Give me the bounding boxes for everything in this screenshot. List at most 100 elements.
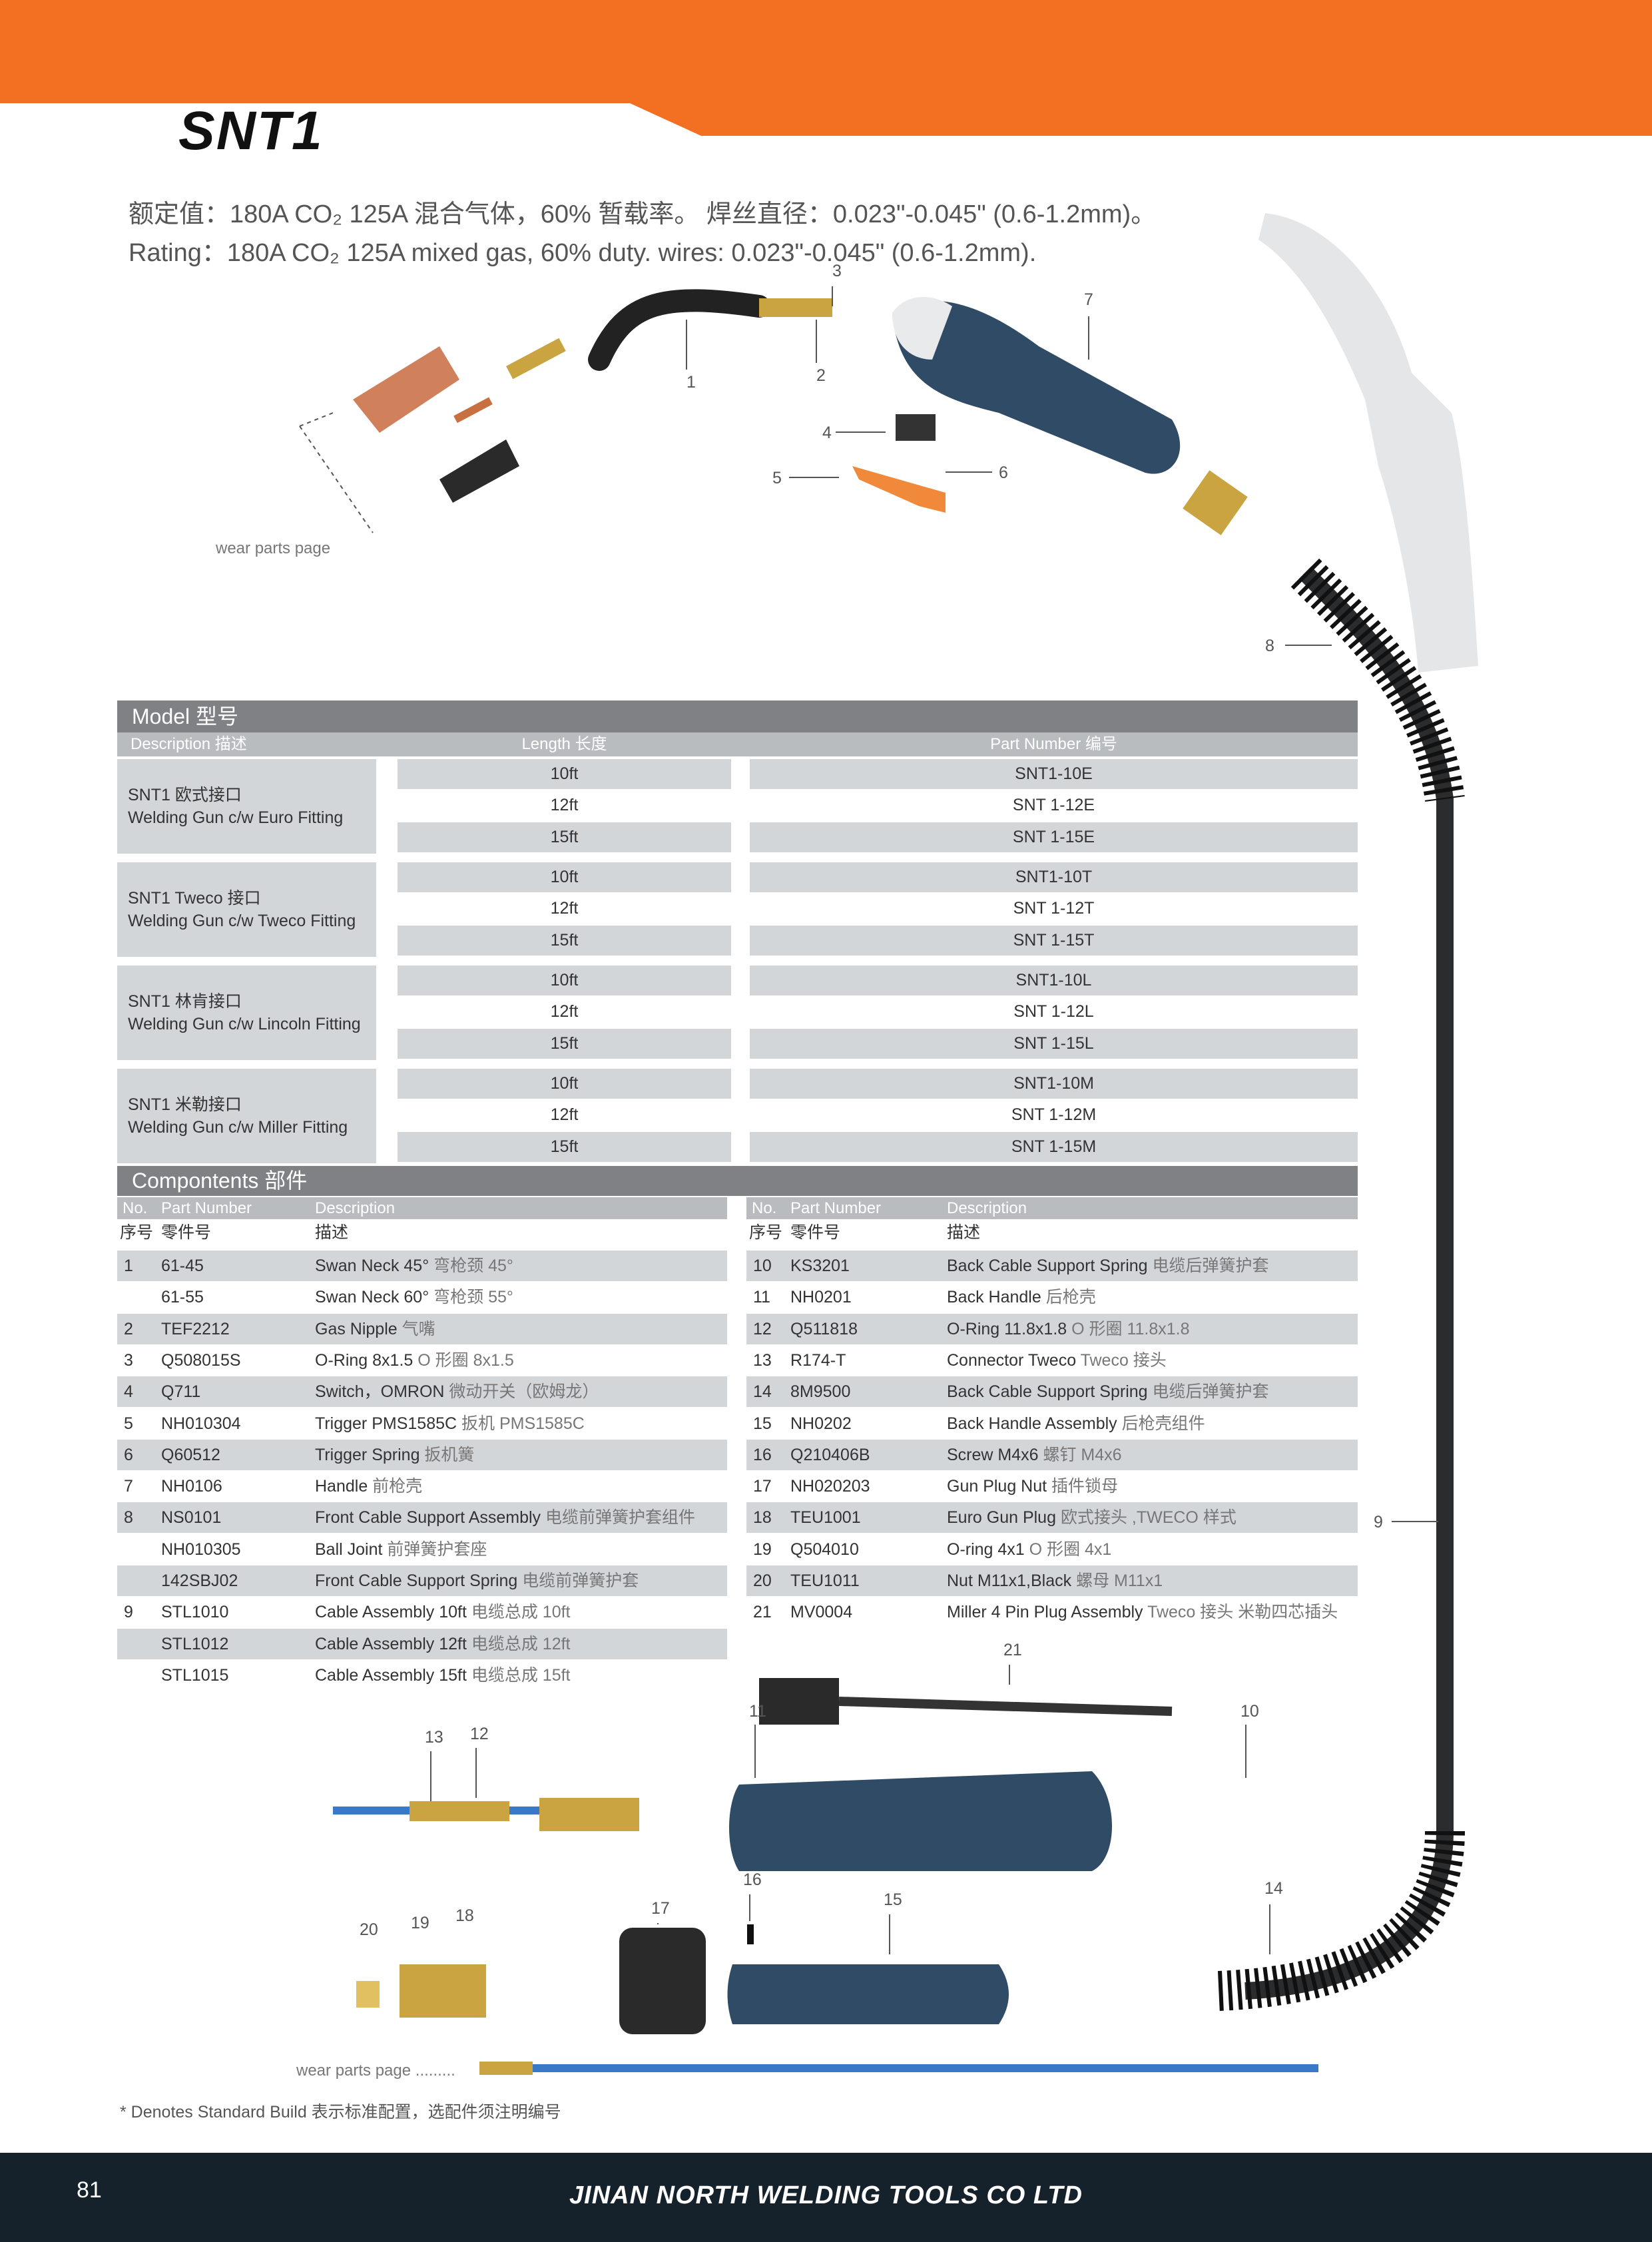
model-part-number: SNT 1-15E <box>750 822 1358 852</box>
model-length: 10ft <box>398 1069 731 1099</box>
component-no: 10 <box>753 1257 772 1275</box>
component-part-number: NH020203 <box>790 1477 870 1496</box>
model-part-number: SNT1-10L <box>750 966 1358 995</box>
model-part-number: SNT 1-15M <box>750 1131 1358 1162</box>
col-no: No. <box>752 1199 777 1217</box>
component-description: Nut M11x1,Black 螺母 M11x1 <box>947 1571 1163 1590</box>
back-spring <box>1217 1830 1465 2011</box>
liner <box>479 2064 1318 2072</box>
component-description-cn: Tweco 接头 米勒四芯插头 <box>1147 1603 1338 1622</box>
col-length: Length 长度 <box>521 735 607 753</box>
component-description: Euro Gun Plug 欧式接头 ,TWECO 样式 <box>947 1508 1237 1528</box>
component-description-cn: 后枪壳 <box>1045 1288 1096 1307</box>
component-no: 11 <box>753 1288 770 1307</box>
back-handle <box>729 1771 1112 1871</box>
front-spring <box>1290 558 1465 802</box>
callout-18: 18 <box>455 1906 474 1925</box>
component-part-number: NS0101 <box>161 1508 222 1528</box>
callout-21: 21 <box>1003 1641 1022 1659</box>
euro-plug <box>539 1798 639 1831</box>
model-name-en: Welding Gun c/w Lincoln Fitting <box>128 1015 361 1033</box>
component-part-number: Q508015S <box>161 1350 241 1370</box>
model-part-number: SNT1-10T <box>750 862 1358 892</box>
component-description-cn: 电缆总成 10ft <box>471 1603 571 1622</box>
col-cn-no: 序号 <box>749 1223 783 1242</box>
nut-m11 <box>356 1981 380 2008</box>
component-description-cn: 气嘴 <box>402 1319 435 1338</box>
component-description: Back Cable Support Spring 电缆后弹簧护套 <box>947 1257 1269 1275</box>
component-no: 12 <box>753 1319 772 1338</box>
component-description-cn: 后枪壳组件 <box>1121 1414 1205 1433</box>
rating-en: Rating：180A CO₂ 125A mixed gas, 60% duty… <box>129 239 1037 267</box>
component-description-cn: 弯枪颈 55° <box>433 1288 513 1307</box>
model-header: Model 型号 <box>117 701 1358 732</box>
callout-11: 11 <box>749 1702 766 1721</box>
component-no: 13 <box>753 1350 772 1370</box>
model-name-cn: SNT1 欧式接口 <box>128 786 242 804</box>
component-description: Switch，OMRON 微动开关（欧姆龙） <box>315 1382 599 1402</box>
callout-4: 4 <box>822 423 832 442</box>
front-handle <box>892 300 1181 474</box>
component-description-cn: 欧式接头 ,TWECO 样式 <box>1060 1508 1237 1528</box>
component-description-cn: 电缆后弹簧护套 <box>1152 1382 1269 1402</box>
callout-15: 15 <box>884 1890 902 1909</box>
nozzle <box>353 346 459 433</box>
model-part-number: SNT 1-12T <box>1013 899 1095 918</box>
component-part-number: NH0106 <box>161 1477 222 1496</box>
col-cn-no: 序号 <box>120 1223 154 1242</box>
component-part-number: NH0201 <box>790 1288 852 1307</box>
component-no: 17 <box>753 1477 772 1496</box>
col-cn-part: 零件号 <box>790 1223 841 1242</box>
component-description-cn: O 形圈 4x1 <box>1029 1540 1112 1559</box>
component-no: 19 <box>753 1540 772 1559</box>
header-band <box>0 0 1652 136</box>
model-name-en: Welding Gun c/w Tweco Fitting <box>128 912 356 930</box>
model-name-en: Welding Gun c/w Euro Fitting <box>128 808 344 827</box>
component-part-number: 142SBJ02 <box>161 1571 238 1590</box>
component-part-number: MV0004 <box>790 1603 853 1622</box>
component-description: Connector Tweco Tweco 接头 <box>947 1350 1167 1370</box>
col-desc: Description <box>947 1199 1027 1217</box>
component-part-number: R174-T <box>790 1350 846 1370</box>
component-description-cn: 前枪壳 <box>372 1477 423 1496</box>
callout-6: 6 <box>999 463 1008 482</box>
wear-parts-link[interactable]: wear parts page <box>216 539 331 557</box>
model-length: 10ft <box>398 759 731 789</box>
components-subheader-cn: 序号零件号描述 <box>117 1217 727 1248</box>
model-name-cn: SNT1 林肯接口 <box>128 992 242 1011</box>
component-description-cn: 前弹簧护套座 <box>387 1540 487 1559</box>
wear-parts-link-bottom[interactable]: wear parts page ......... <box>296 2062 455 2080</box>
component-description: Swan Neck 60° 弯枪颈 55° <box>315 1288 513 1307</box>
model-length: 12ft <box>550 899 579 918</box>
component-no: 1 <box>124 1257 133 1275</box>
neck-brass <box>759 298 832 317</box>
component-part-number: Q511818 <box>790 1319 858 1338</box>
component-part-number: NH010304 <box>161 1414 241 1433</box>
model-description: SNT1 林肯接口 Welding Gun c/w Lincoln Fitting <box>117 966 376 1060</box>
component-no: 6 <box>124 1445 133 1464</box>
col-part: Part Number <box>161 1199 252 1217</box>
component-no: 14 <box>753 1382 772 1402</box>
component-part-number: STL1015 <box>161 1665 229 1685</box>
component-part-number: 61-45 <box>161 1257 204 1275</box>
component-description: Screw M4x6 螺钉 M4x6 <box>947 1445 1122 1464</box>
callout-1: 1 <box>687 373 696 392</box>
callout-5: 5 <box>772 469 782 487</box>
component-part-number: Q504010 <box>790 1540 859 1559</box>
col-cn-desc: 描述 <box>947 1223 981 1242</box>
component-no: 8 <box>124 1508 133 1528</box>
callout-14: 14 <box>1264 1879 1283 1898</box>
